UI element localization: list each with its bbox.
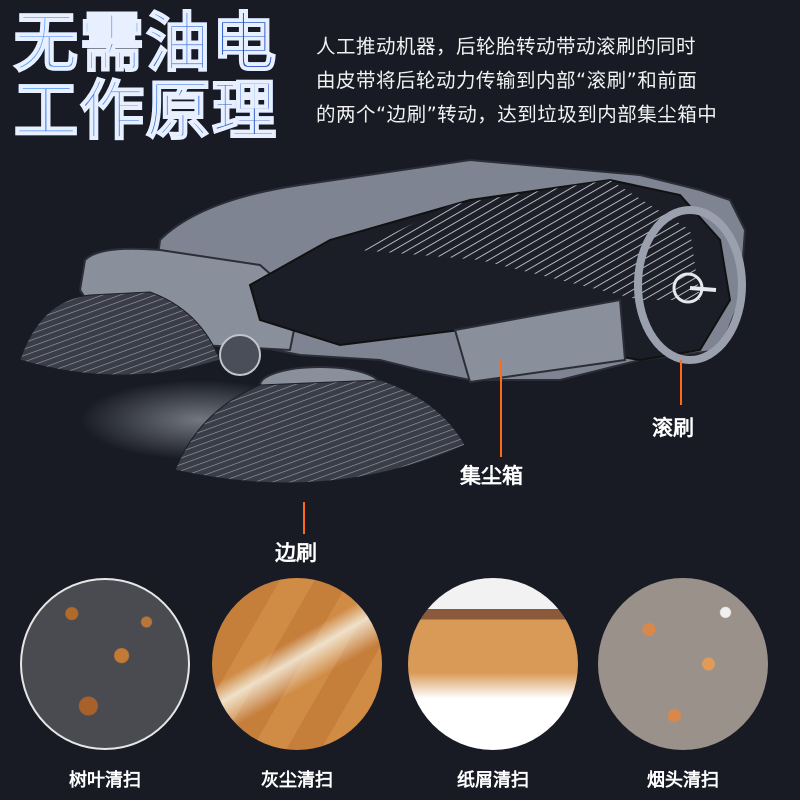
sweeper-illustration (19, 158, 747, 484)
paper-scraps-image (408, 578, 578, 750)
roller-brush-label: 滚刷 (652, 416, 694, 440)
title-line-2: 工作原理 (13, 77, 304, 147)
description-line: 人工推动机器，后轮胎转动带动滚刷的同时 (316, 35, 697, 58)
scene-caption: 树叶清扫 (69, 770, 141, 791)
scene-paper: 纸屑清扫 (408, 578, 580, 791)
scene-caption: 烟头清扫 (647, 770, 719, 791)
sweeper-diagram: 滚刷 集尘箱 边刷 (0, 130, 800, 570)
dust-bin-leader (500, 360, 502, 457)
side-brush-leader (303, 502, 305, 534)
scene-cigarettes: 烟头清扫 (598, 578, 770, 791)
dust-on-wood-floor-image (212, 578, 382, 750)
scene-leaves: 树叶清扫 (20, 578, 192, 791)
cleaning-scenes: 树叶清扫 灰尘清扫 纸屑清扫 烟头清扫 (0, 578, 800, 800)
description: 人工推动机器，后轮胎转动带动滚刷的同时 由皮带将后轮动力传输到内部“滚刷”和前面… (316, 30, 800, 132)
dust-bin-label: 集尘箱 (460, 464, 523, 488)
title-line-1: 无需油电 (13, 9, 304, 79)
scene-dust: 灰尘清扫 (212, 578, 384, 791)
scene-caption: 纸屑清扫 (457, 770, 529, 791)
roller-brush-leader (680, 360, 682, 405)
cigarette-butts-image (598, 578, 768, 750)
side-brush-label: 边刷 (275, 541, 317, 565)
scene-caption: 灰尘清扫 (261, 770, 333, 791)
page-title: 无需油电 工作原理 (13, 9, 304, 147)
description-line: 的两个“边刷”转动，达到垃圾到内部集尘箱中 (316, 103, 718, 126)
leaves-on-asphalt-image (20, 578, 190, 750)
description-line: 由皮带将后轮动力传输到内部“滚刷”和前面 (316, 69, 698, 92)
